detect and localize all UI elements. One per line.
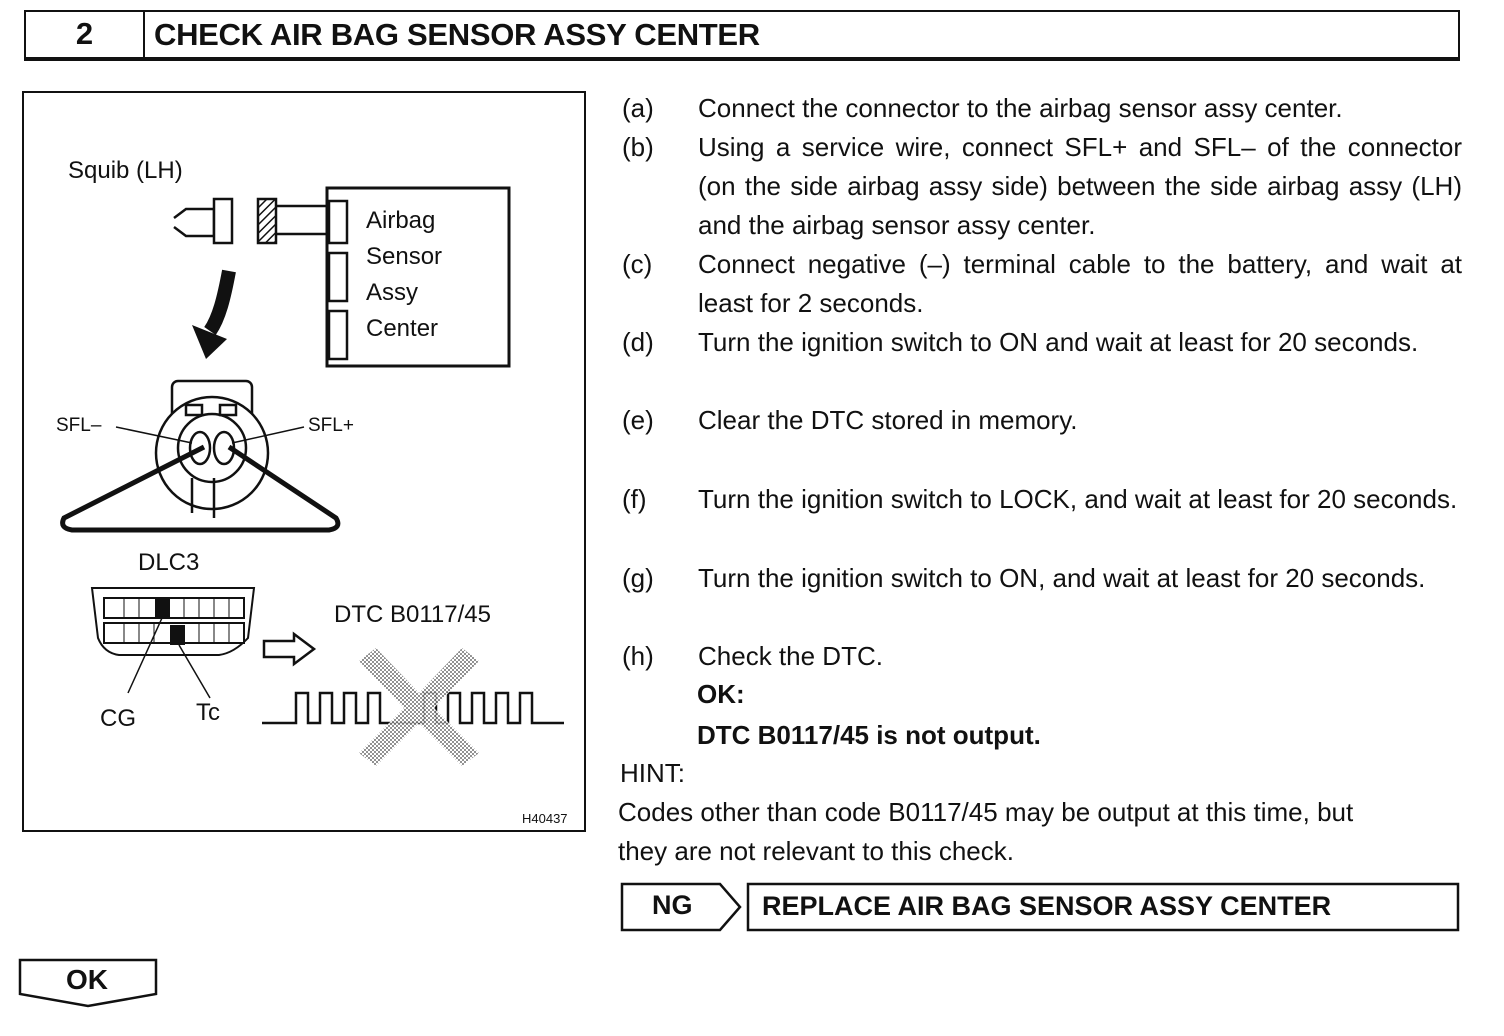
step-letter: (f) [622,484,647,514]
dtc-code-label: DTC B0117/45 [334,601,491,628]
ok-button-label: OK [66,964,108,995]
step-letter: (a) [622,93,654,123]
step-text: Turn the ignition switch to ON and wait … [698,327,1419,357]
squib-label: Squib (LH) [68,157,183,184]
sensor-label-line3: Assy [366,279,419,306]
step-letter: (g) [622,563,654,593]
sensor-label-line4: Center [366,315,439,342]
ok-next-button[interactable]: OK [18,958,160,1008]
step-text: Turn the ignition switch to LOCK, and wa… [698,484,1458,514]
sfl-minus-label: SFL– [56,415,102,436]
step-text: Turn the ignition switch to ON, and wait… [698,563,1426,593]
ok-arrow-frame [18,958,158,1008]
step-letter: (e) [622,405,654,435]
step-letter: (b) [622,132,654,162]
ng-arrow-frame [620,882,1460,932]
step-letter: (h) [622,641,654,671]
ng-action-text: REPLACE AIR BAG SENSOR ASSY CENTER [762,891,1332,921]
step-text: Using a service wire, connect SFL+ and S… [698,132,1462,240]
step-title: CHECK AIR BAG SENSOR ASSY CENTER [154,17,760,52]
tc-terminal-label: Tc [196,699,220,726]
step-text: Connect negative (–) terminal cable to t… [698,249,1462,318]
wiring-illustration [60,186,564,766]
hint-label: HINT: [620,758,685,788]
sensor-label-line2: Sensor [366,243,443,270]
dlc3-label: DLC3 [138,549,200,576]
step-text: Connect the connector to the airbag sens… [698,93,1343,123]
step-number: 2 [26,12,145,57]
step-letter: (c) [622,249,653,279]
cg-terminal-label: CG [100,705,136,732]
ok-condition-text: DTC B0117/45 is not output. [697,720,1041,750]
figure-id: H40437 [522,811,568,826]
ok-condition-label: OK: [697,679,745,709]
hint-text-line2: they are not relevant to this check. [618,836,1014,866]
step-text: Clear the DTC stored in memory. [698,405,1078,435]
ng-result[interactable]: NG REPLACE AIR BAG SENSOR ASSY CENTER [620,882,1460,932]
ng-label: NG [652,890,693,920]
step-header: 2 CHECK AIR BAG SENSOR ASSY CENTER [24,10,1460,61]
step-text: Check the DTC. [698,641,883,671]
sensor-label-line1: Airbag [366,207,436,234]
hint-text-line1: Codes other than code B0117/45 may be ou… [618,797,1354,827]
illustration-panel: Squib (LH) Airbag Sensor Assy Center SFL… [22,91,586,832]
step-letter: (d) [622,327,654,357]
sfl-plus-label: SFL+ [308,415,354,436]
